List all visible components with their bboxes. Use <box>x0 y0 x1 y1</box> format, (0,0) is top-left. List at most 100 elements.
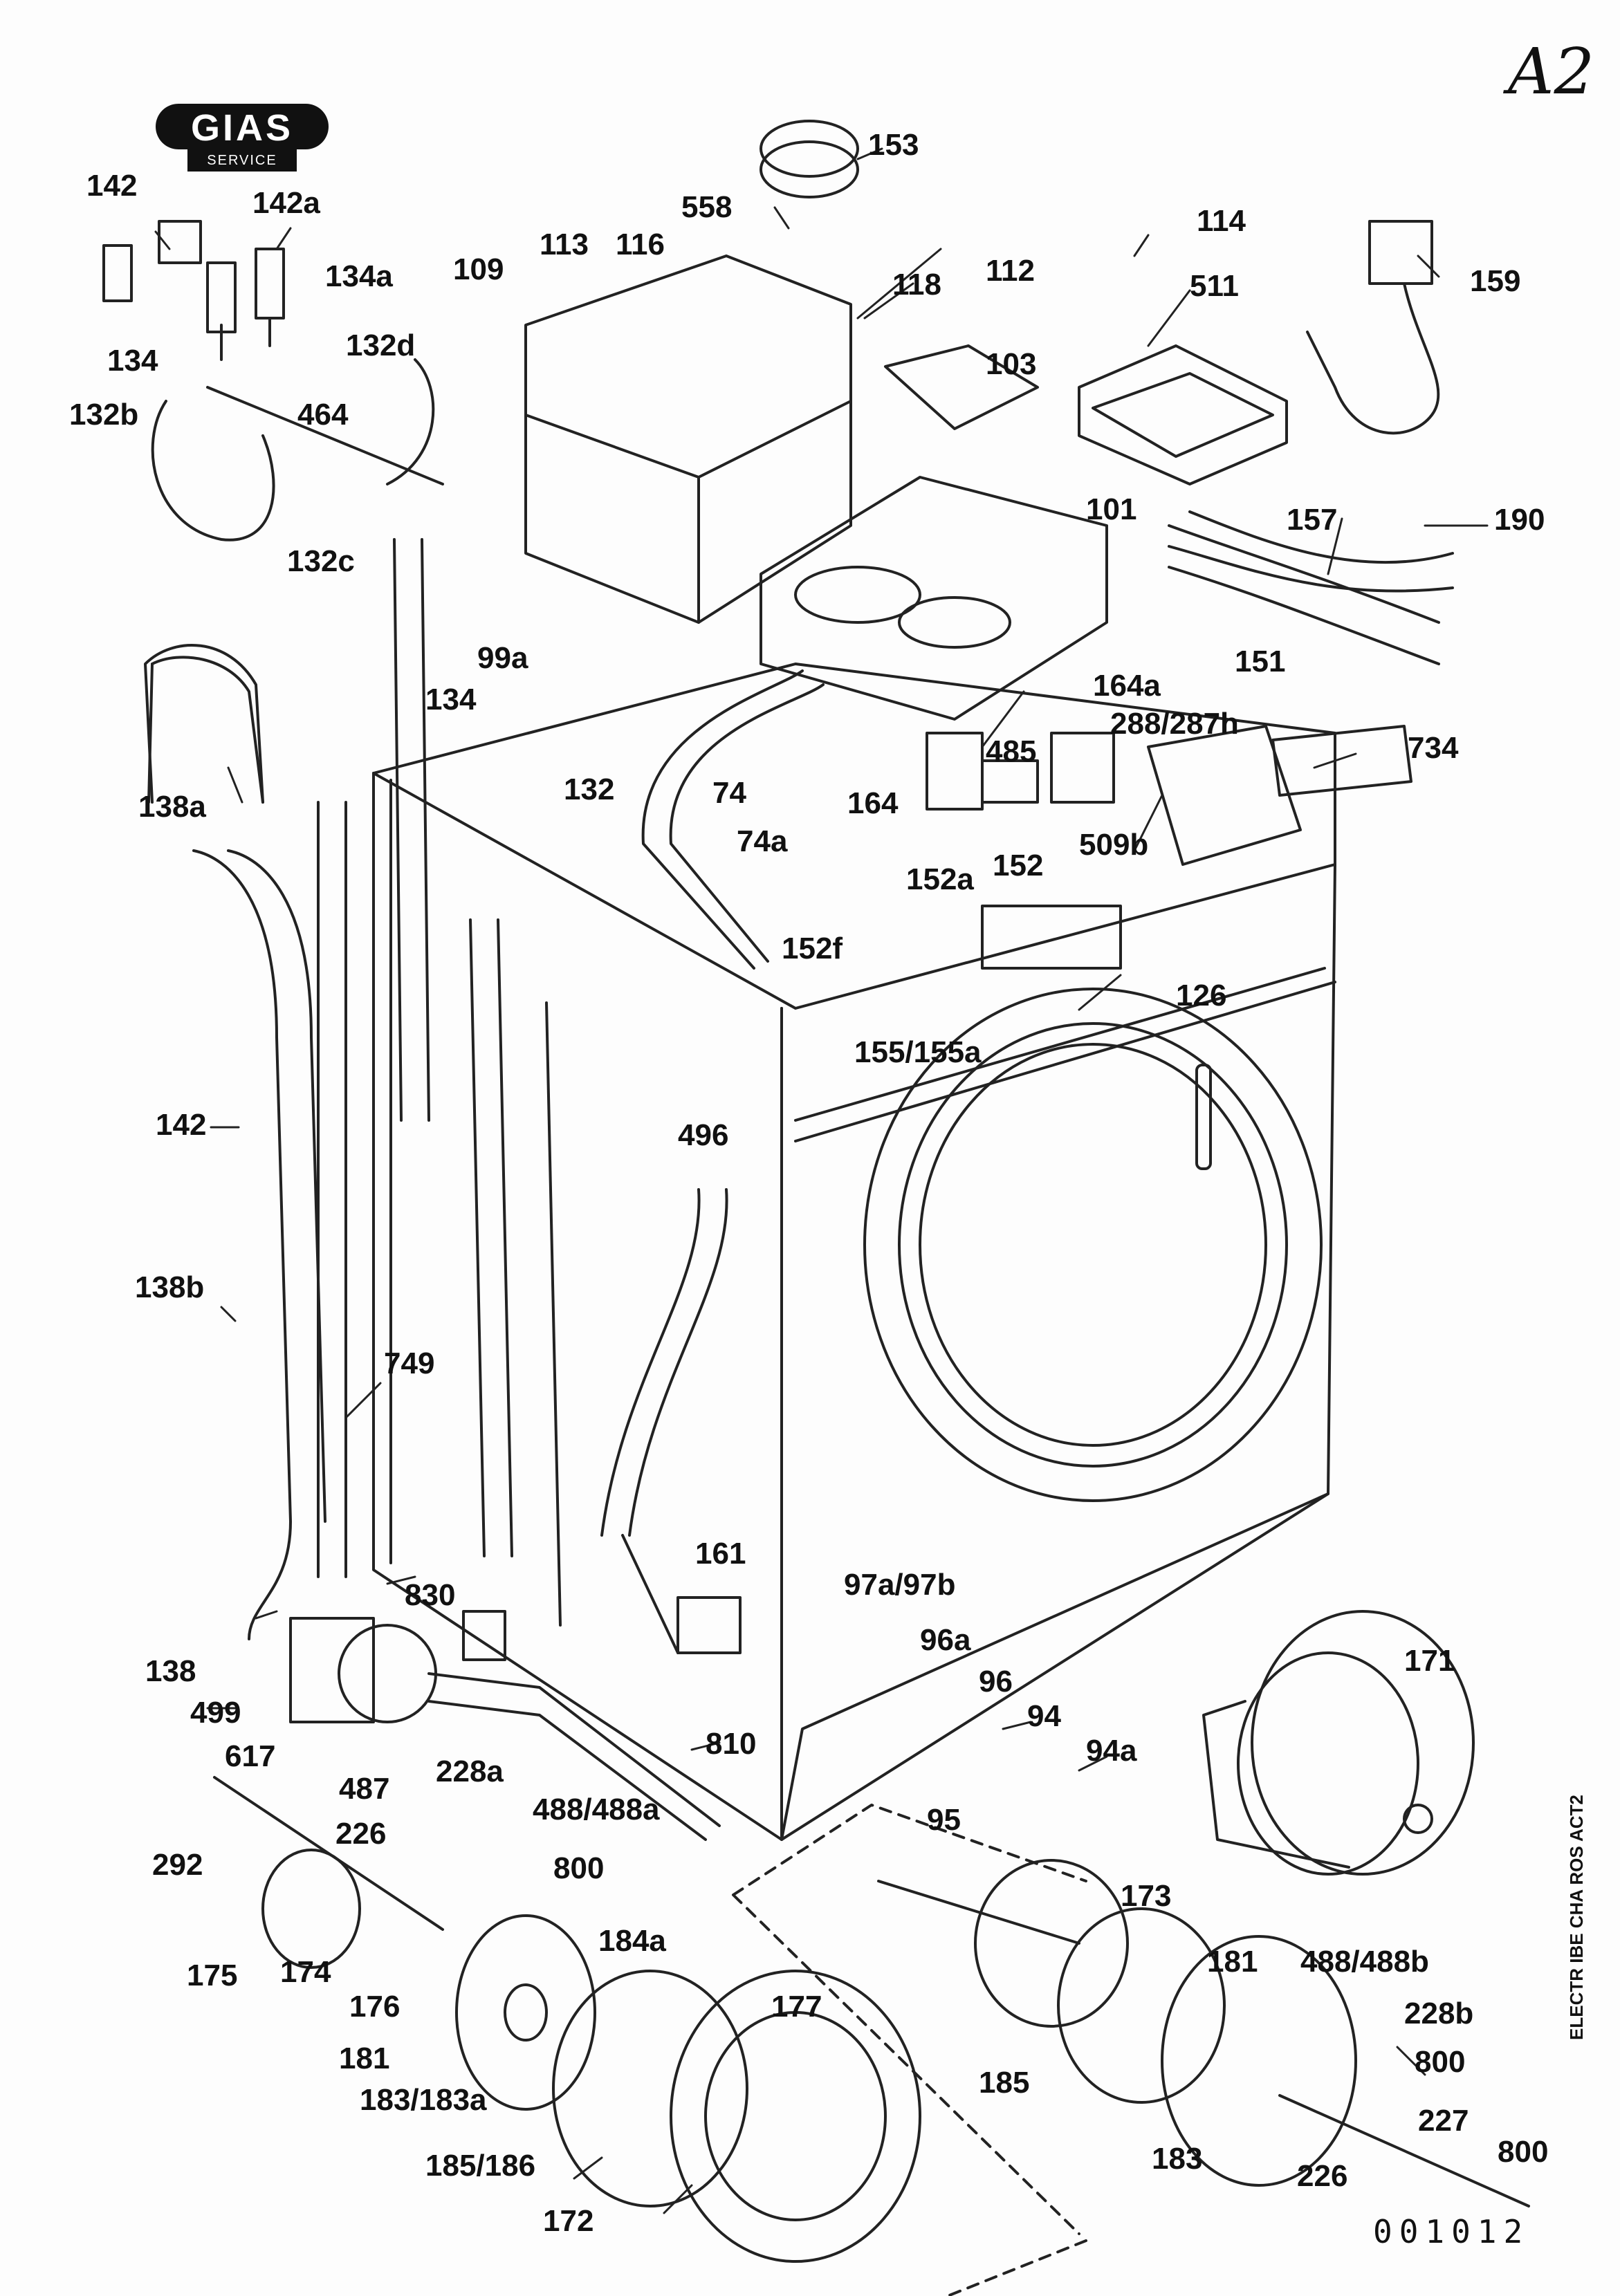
logo-tagline: SERVICE <box>187 149 297 172</box>
part-label: 97a/97b <box>844 1568 956 1602</box>
part-label: 138 <box>145 1654 196 1688</box>
hoses-left <box>147 358 825 1654</box>
part-label: 138a <box>138 790 206 824</box>
part-label: 496 <box>678 1118 729 1152</box>
part-label: 509b <box>1079 828 1149 862</box>
part-label: 183 <box>1152 2142 1203 2176</box>
side-reference-text: ELECTR IBE CHA ROS ACT2 <box>1566 1795 1587 2040</box>
bracket-138a <box>144 644 264 804</box>
part-label: 155/155a <box>854 1035 982 1069</box>
part-label: 227 <box>1418 2104 1469 2138</box>
part-label: 142a <box>252 186 320 220</box>
part-label: 185 <box>979 2066 1030 2100</box>
motor-171 <box>1202 1610 1475 1876</box>
part-label: 292 <box>152 1848 203 1882</box>
part-label: 94 <box>1027 1699 1061 1733</box>
part-label: 74 <box>712 776 746 810</box>
part-label: 96 <box>979 1665 1013 1698</box>
serial-number: 001012 <box>1373 2213 1530 2250</box>
part-label: 109 <box>453 252 504 286</box>
part-label: 142 <box>156 1108 207 1142</box>
part-label: 132c <box>287 544 355 578</box>
drain-pump <box>289 1596 742 1841</box>
part-label: 99a <box>477 641 528 675</box>
part-label: 95 <box>927 1803 961 1837</box>
part-label: 94a <box>1086 1734 1137 1768</box>
inlet-valves <box>102 220 285 361</box>
part-label: 181 <box>339 2042 390 2075</box>
part-label: 499 <box>190 1696 241 1730</box>
part-label: 173 <box>1121 1879 1172 1913</box>
part-label: 161 <box>695 1537 746 1571</box>
part-label: 151 <box>1235 645 1286 678</box>
part-label: 226 <box>335 1817 387 1851</box>
part-label: 228b <box>1404 1997 1474 2030</box>
gias-service-logo: GIAS SERVICE <box>156 104 332 176</box>
part-label: 171 <box>1404 1644 1455 1678</box>
part-label: 734 <box>1408 731 1459 765</box>
logo-pill <box>156 104 329 149</box>
part-label: 134 <box>107 344 158 378</box>
drum-rear-assembly <box>213 1610 1530 2263</box>
part-label: 183/183a <box>360 2083 487 2117</box>
part-label: 488/488b <box>1300 1945 1429 1979</box>
part-label: 132d <box>346 328 416 362</box>
part-label: 558 <box>681 190 733 224</box>
part-label: 114 <box>1197 204 1246 238</box>
leader-lines <box>154 147 1489 2214</box>
part-label: 800 <box>1415 2045 1466 2079</box>
part-label: 112 <box>986 254 1035 288</box>
part-label: 159 <box>1470 264 1521 298</box>
part-label: 138b <box>135 1270 205 1304</box>
part-label: 488/488a <box>533 1793 660 1826</box>
part-label: 118 <box>892 268 941 302</box>
part-label: 116 <box>616 228 665 261</box>
page-code: A2 <box>1508 35 1594 109</box>
part-label: 96a <box>920 1623 971 1657</box>
part-label: 181 <box>1207 1945 1258 1979</box>
part-label: 288/287h <box>1110 707 1239 741</box>
part-label: 157 <box>1287 503 1338 537</box>
part-label: 617 <box>225 1739 276 1773</box>
part-label: 800 <box>553 1851 605 1885</box>
logo-brand-text: GIAS <box>190 107 294 149</box>
part-label: 152f <box>782 932 843 965</box>
part-label: 749 <box>384 1346 435 1380</box>
part-label: 152 <box>993 849 1044 882</box>
dispenser-assembly <box>524 254 1108 721</box>
part-label: 132 <box>564 772 615 806</box>
part-label: 113 <box>540 228 589 261</box>
part-label: 511 <box>1190 269 1239 303</box>
control-board-151 <box>926 725 1412 970</box>
lid-511 <box>1078 344 1288 485</box>
part-label: 185/186 <box>425 2149 536 2183</box>
part-label: 810 <box>706 1727 757 1761</box>
part-label: 142 <box>86 169 138 203</box>
pressure-switch-153 <box>760 120 859 198</box>
cabinet-body <box>372 663 1336 1841</box>
part-label: 487 <box>339 1772 390 1806</box>
part-label: 830 <box>405 1578 456 1612</box>
part-label: 103 <box>986 347 1037 381</box>
part-label: 172 <box>543 2204 594 2238</box>
part-label: 74a <box>737 824 788 858</box>
part-label: 485 <box>986 734 1037 768</box>
drum-parts-frame <box>732 1804 1087 2296</box>
part-label: 134 <box>425 683 477 716</box>
part-label: 800 <box>1498 2135 1549 2169</box>
part-label: 174 <box>280 1955 331 1989</box>
part-label: 175 <box>187 1959 238 1992</box>
wiring-harness-157 <box>1168 510 1454 665</box>
part-label: 464 <box>297 398 349 432</box>
part-label: 228a <box>436 1755 504 1788</box>
part-label: 177 <box>771 1990 822 2024</box>
part-label: 152a <box>906 862 974 896</box>
part-label: 153 <box>868 128 919 162</box>
power-cord-159 <box>1306 220 1440 435</box>
door-porthole <box>863 988 1323 1502</box>
part-label: 190 <box>1494 503 1545 537</box>
part-label: 176 <box>349 1990 401 2024</box>
part-label: 101 <box>1086 492 1137 526</box>
